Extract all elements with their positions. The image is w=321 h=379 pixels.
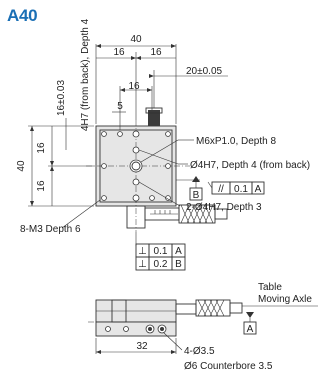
thimble-knurling — [180, 204, 214, 224]
tol-frame-cell — [171, 256, 186, 271]
dim-v-16-bottom: 16 — [36, 180, 47, 192]
side-counterbore-inner — [148, 327, 152, 331]
datum-a-triangle — [246, 312, 254, 318]
datum-b-label: B — [193, 190, 200, 201]
pin-hole — [132, 178, 140, 186]
arrowhead — [149, 74, 154, 78]
dim-inner-16: 16 — [128, 81, 140, 92]
tol-datum-perp: B — [175, 259, 182, 270]
micrometer-ratchet — [214, 208, 228, 220]
arrowheads — [131, 56, 141, 60]
datum-b-triangle — [192, 176, 200, 182]
label-counterbore: Ø6 Counterbore 3.5 — [184, 361, 273, 372]
leader-holes — [163, 332, 183, 351]
dim-width-40: 40 — [130, 34, 142, 45]
tol-symbol-perp: ⊥ — [138, 259, 147, 270]
arrowheads — [50, 161, 54, 171]
leader-d4h7 — [138, 149, 179, 165]
side-thimble-knurling — [197, 299, 225, 317]
dim-v-16-tol: 16±0.03 — [56, 80, 67, 117]
m3-hole — [101, 195, 107, 201]
side-micrometer-thimble — [195, 299, 231, 317]
tol-value-perp: 0.2 — [154, 259, 168, 270]
label-m6: M6xP1.0, Depth 8 — [196, 136, 276, 147]
lock-knob — [148, 110, 160, 126]
label-m3: 8-M3 Depth 6 — [20, 224, 81, 235]
label-table: Table — [258, 282, 282, 293]
label-moving-axle: Moving Axle — [258, 294, 312, 305]
tol-datum-parallel: A — [255, 184, 262, 195]
pin-hole — [132, 130, 140, 138]
label-2d4h7: 2-Ø4H7, Depth 3 — [186, 202, 262, 213]
leader-m3 — [61, 199, 101, 229]
m3-hole — [117, 131, 123, 137]
dim-v-16-top: 16 — [36, 142, 47, 154]
pin-hole — [132, 194, 140, 202]
dim-20-tol: 20±0.05 — [186, 66, 223, 77]
datum-b-box — [189, 187, 203, 201]
leader-2d4h7 — [138, 181, 181, 207]
side-hole — [105, 326, 111, 332]
label-4h7-back: 4H7 (from back), Depth 4 — [80, 18, 91, 131]
dim-5: 5 — [117, 101, 123, 112]
dim-bottom-32: 32 — [136, 341, 148, 352]
side-micrometer-ratchet — [229, 302, 243, 314]
m3-hole — [165, 163, 171, 169]
leader-m6 — [140, 139, 179, 163]
dim-16-left: 16 — [113, 47, 125, 58]
m3-hole — [165, 195, 171, 201]
side-micrometer-sleeve — [175, 303, 197, 315]
model-title: A40 — [7, 6, 38, 25]
tol-value-parallel: 0.1 — [234, 184, 248, 195]
dim-16-right: 16 — [150, 47, 162, 58]
center-m6-thread — [131, 161, 141, 171]
side-hole — [123, 326, 129, 332]
tol-value-perp: 0.1 — [154, 246, 168, 257]
frame-leader — [207, 181, 213, 189]
pin-hole — [132, 146, 140, 154]
tol-frame-cell — [251, 181, 265, 195]
tol-symbol-perp: ⊥ — [138, 246, 147, 257]
label-holes-35: 4-Ø3.5 — [184, 346, 215, 357]
m3-hole — [149, 195, 155, 201]
stage-side-base — [95, 321, 177, 337]
datum-a-label: A — [247, 324, 254, 335]
dim-height-40: 40 — [16, 160, 27, 172]
side-counterbore-inner — [160, 327, 164, 331]
m3-hole — [101, 131, 107, 137]
m3-hole — [165, 131, 171, 137]
label-d4h7-back: Ø4H7, Depth 4 (from back) — [190, 160, 310, 171]
m3-hole — [101, 163, 107, 169]
tol-symbol-parallel: // — [218, 184, 224, 195]
tol-datum-perp: A — [175, 246, 182, 257]
datum-a-box — [243, 321, 257, 335]
